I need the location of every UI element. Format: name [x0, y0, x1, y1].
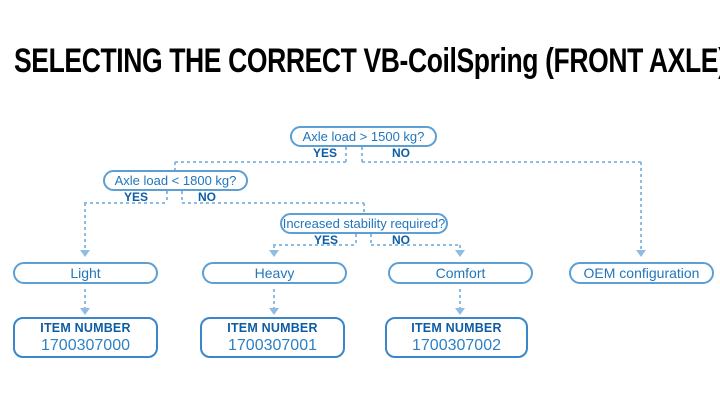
connector-d3-no-drop: [459, 245, 461, 250]
item-number-heading-comfort: ITEM NUMBER: [411, 320, 502, 335]
decision-axle-load-1500: Axle load > 1500 kg?: [290, 126, 437, 147]
connector-d3-yes-stub: [355, 234, 357, 245]
item-number-box-comfort: ITEM NUMBER 1700307002: [385, 317, 528, 358]
arrow-down-icon-comfort: [455, 250, 465, 257]
decision-axle-load-1800-question: Axle load < 1800 kg?: [114, 173, 237, 188]
outcome-comfort: Comfort: [388, 262, 533, 284]
item-number-box-heavy: ITEM NUMBER 1700307001: [200, 317, 345, 358]
arrow-down-icon-heavy: [269, 250, 279, 257]
decision-axle-load-1800-no-label: NO: [198, 190, 216, 204]
decision-increased-stability: Increased stability required?: [280, 213, 448, 234]
item-number-heading-heavy: ITEM NUMBER: [227, 320, 318, 335]
connector-d1-no-horizontal: [362, 161, 641, 163]
outcome-heavy-label: Heavy: [254, 265, 295, 281]
connector-d2-no-horizontal: [182, 202, 364, 204]
connector-light-item: [84, 289, 86, 308]
connector-d1-no-drop: [640, 162, 642, 250]
connector-d3-yes-drop: [273, 245, 275, 250]
outcome-light-label: Light: [70, 265, 101, 281]
connector-d3-no-stub: [370, 234, 372, 245]
decision-axle-load-1500-question: Axle load > 1500 kg?: [302, 129, 425, 144]
decision-increased-stability-no-label: NO: [392, 233, 410, 247]
outcome-oem-configuration: OEM configuration: [569, 262, 714, 284]
connector-comfort-item: [459, 289, 461, 308]
arrow-down-icon-light: [80, 250, 90, 257]
connector-heavy-item: [273, 289, 275, 308]
outcome-light: Light: [13, 262, 158, 284]
connector-d2-yes-drop: [84, 203, 86, 250]
connector-d1-yes-stub: [345, 147, 347, 162]
connector-d2-no-drop: [363, 203, 365, 213]
decision-axle-load-1800-yes-label: YES: [123, 190, 148, 204]
page-title: SELECTING THE CORRECT VB-CoilSpring (FRO…: [14, 42, 720, 80]
outcome-comfort-label: Comfort: [435, 265, 486, 281]
item-number-box-light: ITEM NUMBER 1700307000: [13, 317, 158, 358]
connector-d1-yes-horizontal: [175, 161, 346, 163]
decision-increased-stability-yes-label: YES: [313, 233, 338, 247]
decision-axle-load-1500-no-label: NO: [392, 146, 410, 160]
decision-increased-stability-question: Increased stability required?: [282, 216, 446, 231]
connector-d1-no-stub: [361, 147, 363, 162]
outcome-heavy: Heavy: [202, 262, 347, 284]
arrow-down-icon-light-item: [80, 308, 90, 315]
decision-axle-load-1800: Axle load < 1800 kg?: [103, 170, 248, 191]
decision-axle-load-1500-yes-label: YES: [312, 146, 337, 160]
item-number-value-light: 1700307000: [41, 336, 130, 354]
connector-d2-yes-stub: [166, 191, 168, 203]
connector-d3-no-horizontal: [371, 244, 460, 246]
connector-d2-yes-horizontal: [84, 202, 168, 204]
connector-d3-yes-horizontal: [273, 244, 356, 246]
arrow-down-icon-comfort-item: [455, 308, 465, 315]
connector-d1-yes-drop: [174, 162, 176, 170]
connector-d2-no-stub: [181, 191, 183, 203]
item-number-value-comfort: 1700307002: [412, 336, 501, 354]
item-number-heading-light: ITEM NUMBER: [40, 320, 131, 335]
arrow-down-icon-heavy-item: [269, 308, 279, 315]
outcome-oem-configuration-label: OEM configuration: [583, 265, 700, 281]
arrow-down-icon-oem: [636, 250, 646, 257]
item-number-value-heavy: 1700307001: [228, 336, 317, 354]
